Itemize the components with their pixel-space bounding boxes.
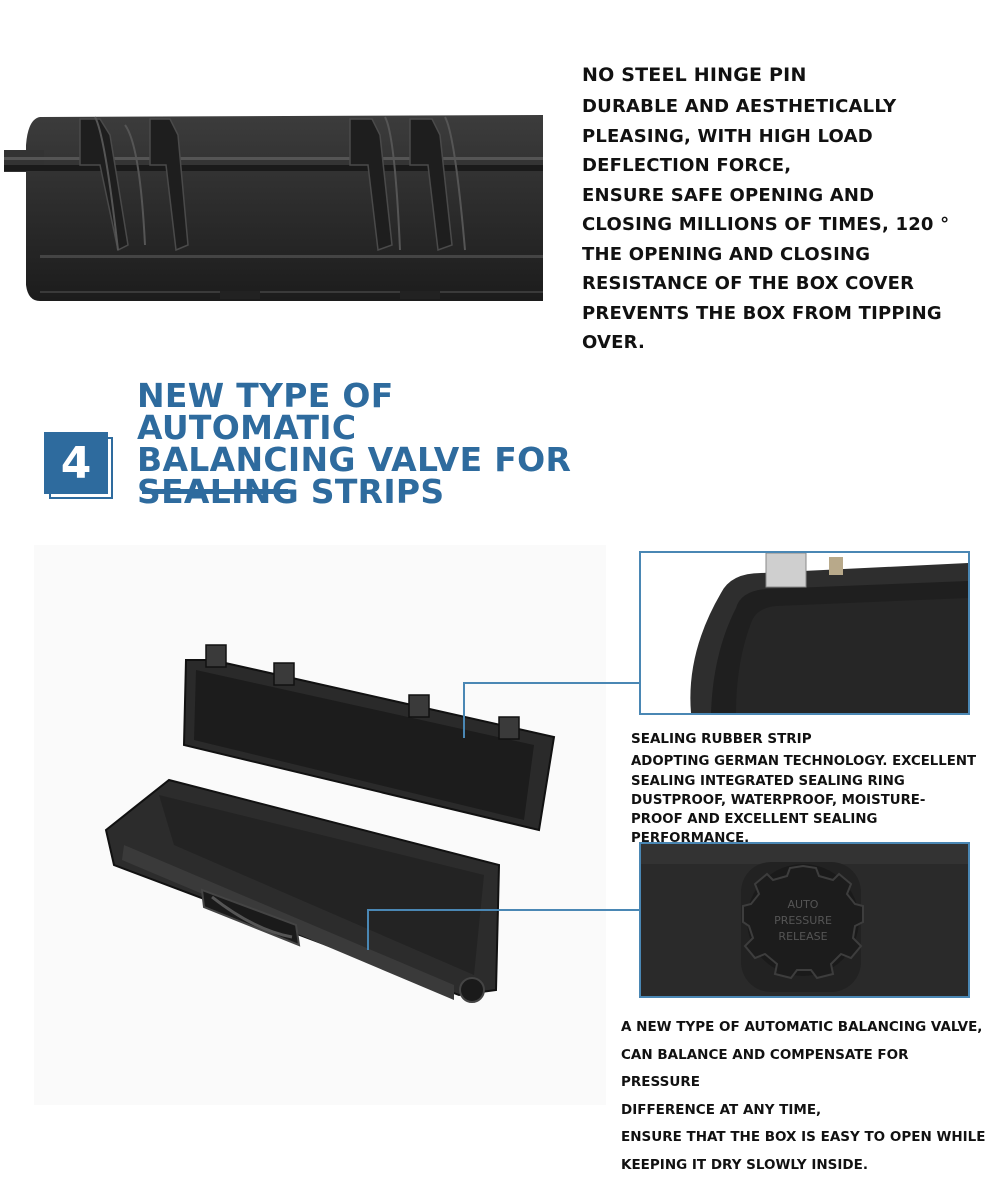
pressure-valve-closeup: AUTO PRESSURE RELEASE (639, 842, 970, 998)
valve-caption-line: A NEW TYPE OF AUTOMATIC BALANCING VALVE, (621, 1014, 991, 1042)
sealing-strip-closeup (639, 551, 970, 715)
valve-caption-line: CAN BALANCE AND COMPENSATE FOR PRESSURE (621, 1042, 991, 1097)
valve-caption: A NEW TYPE OF AUTOMATIC BALANCING VALVE,… (621, 1014, 991, 1179)
valve-caption-line: KEEPING IT DRY SLOWLY INSIDE. (621, 1152, 991, 1179)
valve-caption-line: DIFFERENCE AT ANY TIME, (621, 1097, 991, 1125)
sealing-strip-line: SEALING INTEGRATED SEALING RING (631, 772, 991, 791)
sealing-strip-line: ADOPTING GERMAN TECHNOLOGY. EXCELLENT (631, 752, 991, 771)
valve-label-line: AUTO (788, 898, 819, 911)
valve-label-line: RELEASE (778, 930, 827, 943)
valve-label-line: PRESSURE (774, 914, 832, 927)
valve-caption-line: ENSURE THAT THE BOX IS EASY TO OPEN WHIL… (621, 1124, 991, 1152)
sealing-strip-caption: SEALING RUBBER STRIP ADOPTING GERMAN TEC… (631, 730, 991, 849)
sealing-strip-heading: SEALING RUBBER STRIP (631, 730, 991, 749)
sealing-strip-line: DUSTPROOF, WATERPROOF, MOISTURE- (631, 791, 991, 810)
